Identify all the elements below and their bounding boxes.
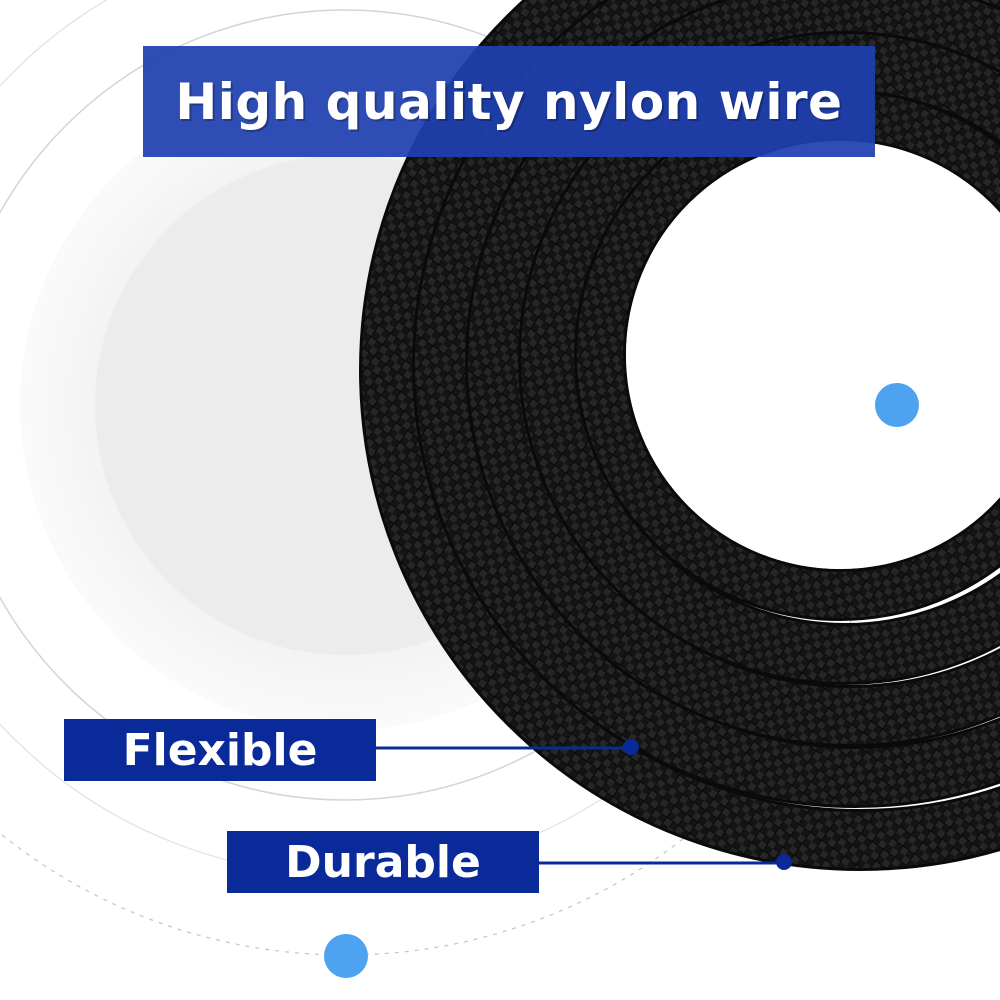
- durable-leader-dot: [776, 854, 792, 870]
- callout-leaders: [376, 739, 792, 870]
- headline-text: High quality nylon wire: [175, 72, 843, 131]
- accent-dot-bottom: [324, 934, 368, 978]
- cable-coil-center: [626, 141, 1000, 569]
- callout-durable-label: Durable: [285, 836, 481, 888]
- callout-durable: Durable: [227, 831, 539, 893]
- cable-loop-3-texture: [468, 0, 1000, 744]
- callout-flexible: Flexible: [64, 719, 376, 781]
- callout-flexible-label: Flexible: [122, 724, 318, 776]
- accent-dot-right: [875, 383, 919, 427]
- headline-banner: High quality nylon wire: [143, 46, 875, 157]
- flexible-leader-dot: [623, 739, 639, 755]
- cable-loop-2-texture: [415, 0, 1000, 805]
- cable-loop-outer-texture: [362, 0, 1000, 868]
